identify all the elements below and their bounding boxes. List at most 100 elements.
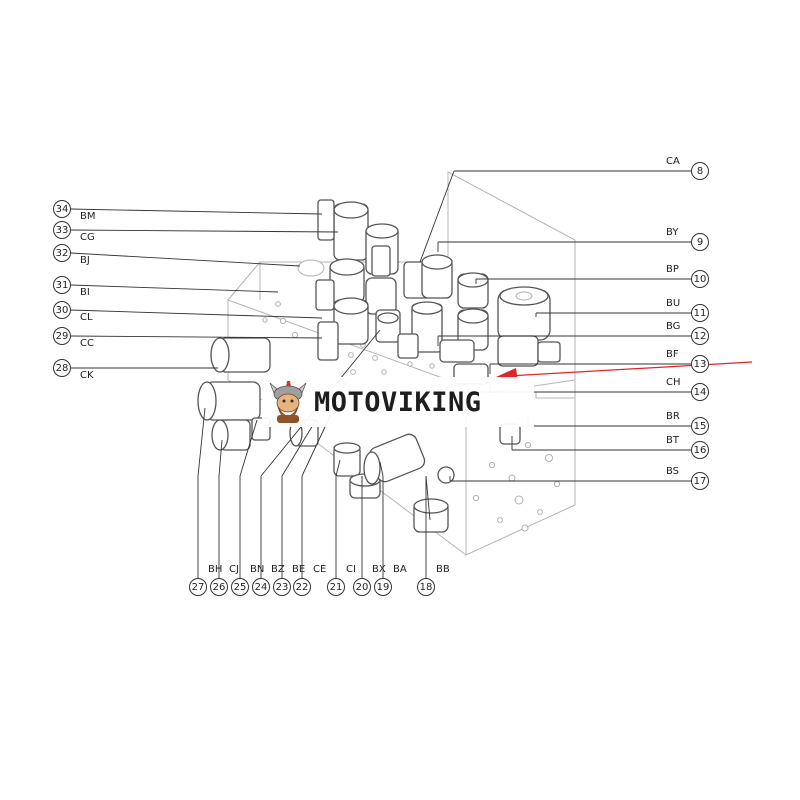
callout-number-circle <box>691 304 709 322</box>
callout-number: 10 <box>694 274 707 285</box>
callout-number-circle <box>53 221 71 239</box>
callout-code: CL <box>80 312 93 323</box>
callout-code: BJ <box>80 255 90 266</box>
callout-number: 34 <box>56 204 69 215</box>
callout-code: BU <box>666 298 680 309</box>
callout-number-circle <box>417 578 435 596</box>
callout-code: BN <box>250 564 264 575</box>
callout-code: BZ <box>271 564 285 575</box>
callout-number-circle <box>327 578 345 596</box>
callout-number: 14 <box>694 387 707 398</box>
leader-line <box>419 170 455 263</box>
callout-number: 23 <box>276 582 289 593</box>
callout-code: BG <box>666 321 680 332</box>
leader-line <box>425 475 431 521</box>
callout-22: 22 CE <box>293 381 347 596</box>
callout-number: 24 <box>255 582 268 593</box>
leader-line <box>197 407 206 477</box>
callout-number: 8 <box>697 166 703 177</box>
leader-line <box>335 459 341 477</box>
callout-number-circle <box>691 327 709 345</box>
callout-code: CI <box>346 564 356 575</box>
brand-watermark: MOTOVIKING <box>262 377 534 427</box>
callout-code: CC <box>80 338 94 349</box>
callout-number-circle <box>691 233 709 251</box>
callout-number-circle <box>252 578 270 596</box>
callout-16: 16 BT <box>511 435 709 459</box>
callout-code: BT <box>666 435 680 446</box>
leader-line <box>70 229 339 233</box>
callout-number-circle <box>53 301 71 319</box>
callout-number: 30 <box>56 305 69 316</box>
callout-code: CH <box>666 377 681 388</box>
callout-number: 15 <box>694 421 707 432</box>
callout-number: 16 <box>694 445 707 456</box>
callout-code: BM <box>80 211 96 222</box>
callout-number-circle <box>691 441 709 459</box>
callout-number: 28 <box>56 363 69 374</box>
callout-number-circle <box>53 276 71 294</box>
viking-mascot-icon <box>269 381 307 423</box>
callout-code: BF <box>666 349 679 360</box>
leader-line <box>218 439 223 477</box>
callout-number-circle <box>53 327 71 345</box>
callout-number-circle <box>273 578 291 596</box>
leader-line <box>239 419 258 477</box>
callout-number: 20 <box>356 582 369 593</box>
callout-code: BS <box>666 466 679 477</box>
leader-line <box>70 252 301 267</box>
callout-11: 11 BU <box>535 298 709 322</box>
callout-number-circle <box>691 270 709 288</box>
callout-code: CG <box>80 232 95 243</box>
brand-name: MOTOVIKING <box>314 386 482 418</box>
callout-number-circle <box>210 578 228 596</box>
leader-line <box>70 284 279 293</box>
callout-number: 19 <box>377 582 390 593</box>
callout-9: 9 BY <box>437 227 709 252</box>
callout-code: BH <box>208 564 222 575</box>
callout-number: 26 <box>213 582 226 593</box>
callout-number: 25 <box>234 582 247 593</box>
leader-line <box>281 419 317 477</box>
callout-code: BR <box>666 411 680 422</box>
callout-code: BX <box>372 564 386 575</box>
callout-number: 11 <box>694 308 707 319</box>
callout-number-circle <box>231 578 249 596</box>
callout-code: BY <box>666 227 679 238</box>
callout-number: 27 <box>192 582 205 593</box>
callout-8: 8CA <box>419 156 709 263</box>
top-solenoids <box>297 199 561 385</box>
callout-number-circle <box>691 162 709 180</box>
callout-layer: 34BM33CG32BJ31BI30CL29CC28CK8CA9BY10BP11… <box>53 156 709 596</box>
callout-number: 21 <box>330 582 343 593</box>
callout-code: BB <box>436 564 450 575</box>
leader-line <box>70 309 323 319</box>
callout-number-circle <box>53 200 71 218</box>
callout-code: CJ <box>229 564 239 575</box>
leader-line <box>379 461 384 477</box>
callout-number-circle <box>353 578 371 596</box>
callout-number: 18 <box>420 582 433 593</box>
callout-number-circle <box>53 359 71 377</box>
callout-number-circle <box>691 383 709 401</box>
callout-code: CE <box>313 564 326 575</box>
callout-number: 9 <box>697 237 703 248</box>
callout-number: 22 <box>296 582 309 593</box>
